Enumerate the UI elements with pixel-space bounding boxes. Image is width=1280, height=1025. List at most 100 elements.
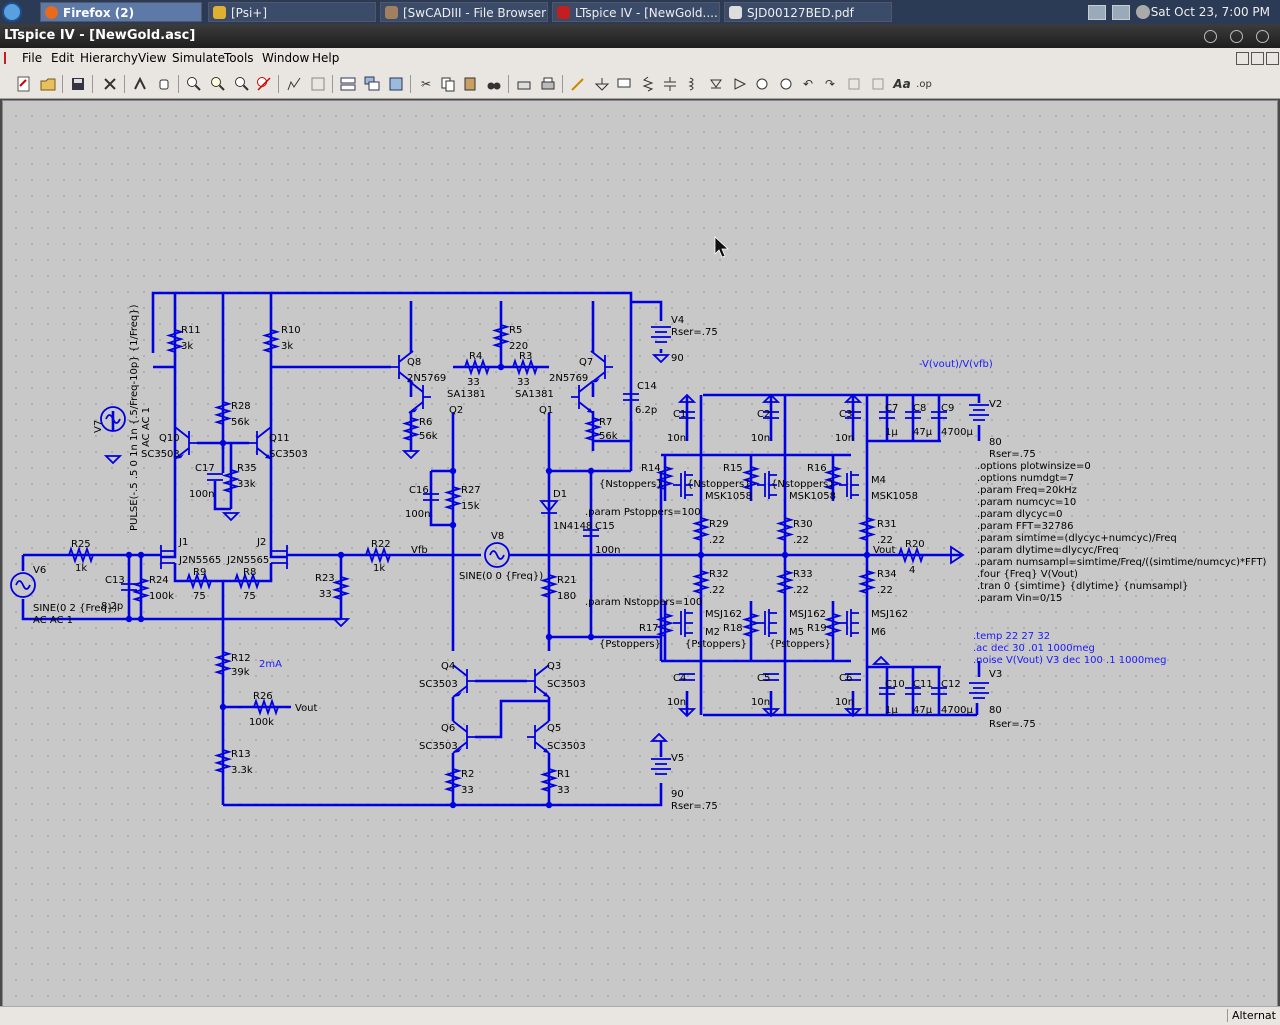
label-r31v: .22 xyxy=(877,535,893,546)
tile-horizontal-icon[interactable] xyxy=(338,74,358,94)
bypass-cap-top xyxy=(679,411,695,419)
label-pst: {Pstoppers} xyxy=(769,639,831,650)
menu-view[interactable]: View xyxy=(138,51,167,65)
run-icon[interactable] xyxy=(130,74,150,94)
mdi-minimize-button[interactable] xyxy=(1236,52,1249,65)
maximize-button[interactable] xyxy=(1230,30,1243,43)
window-title: LTspice IV - [NewGold.asc] xyxy=(4,28,196,43)
ltspice-icon xyxy=(557,6,570,19)
label-v4r: Rser=.75 xyxy=(671,327,718,338)
menu-simulate[interactable]: Simulate xyxy=(172,51,226,65)
c15-capacitor xyxy=(583,529,599,537)
rotate-icon[interactable] xyxy=(844,74,864,94)
resistor-icon[interactable] xyxy=(638,74,658,94)
print-preview-icon[interactable] xyxy=(514,74,534,94)
taskbar-item-file-browser[interactable]: [SwCADIII - File Browser] xyxy=(380,2,548,22)
label-v4v: 90 xyxy=(671,353,684,364)
label-c16: C16 xyxy=(409,485,429,496)
taskbar-item-ltspice[interactable]: LTspice IV - [NewGold.... xyxy=(552,2,720,22)
junction-dot xyxy=(449,467,457,475)
settings-icon[interactable] xyxy=(1136,5,1150,19)
mirror-icon[interactable] xyxy=(868,74,888,94)
label-c8v: 47µ xyxy=(913,427,933,438)
display-icon[interactable] xyxy=(1112,5,1130,20)
label-net-icon[interactable] xyxy=(614,74,634,94)
close-button[interactable] xyxy=(1256,30,1269,43)
copy-icon[interactable] xyxy=(438,74,458,94)
capacitor-icon[interactable] xyxy=(660,74,680,94)
move-hand-icon[interactable] xyxy=(752,74,772,94)
diode-icon[interactable] xyxy=(706,74,726,94)
cascade-icon[interactable] xyxy=(362,74,382,94)
network-icon[interactable] xyxy=(1088,5,1106,20)
app-icon[interactable] xyxy=(4,52,14,64)
draw-wire-icon[interactable] xyxy=(568,74,588,94)
mdi-close-button[interactable] xyxy=(1266,52,1279,65)
ground-icon[interactable] xyxy=(592,74,612,94)
autorange-icon[interactable] xyxy=(284,74,304,94)
mdi-restore-button[interactable] xyxy=(1251,52,1264,65)
text-icon[interactable]: Aa xyxy=(893,77,911,91)
cut-icon[interactable]: ✂ xyxy=(420,77,432,91)
gate-resistor-top xyxy=(655,459,675,497)
ground-symbol xyxy=(677,708,697,718)
print-icon[interactable] xyxy=(538,74,558,94)
zoom-out-icon[interactable] xyxy=(232,74,252,94)
taskbar-item-firefox[interactable]: Firefox (2) xyxy=(40,2,202,22)
minimize-button[interactable] xyxy=(1204,30,1217,43)
spice-directive-icon[interactable]: .op xyxy=(916,78,932,90)
v6-source xyxy=(10,572,36,598)
inductor-icon[interactable] xyxy=(682,74,702,94)
ground-symbol xyxy=(651,354,671,364)
label-r35v: 33k xyxy=(237,479,256,490)
label-nst: {Nstoppers} xyxy=(599,479,663,490)
menu-tools[interactable]: Tools xyxy=(224,51,254,65)
label-r30v: .22 xyxy=(793,535,809,546)
component-icon[interactable] xyxy=(730,74,750,94)
menu-window[interactable]: Window xyxy=(262,51,310,65)
measure-icon[interactable] xyxy=(308,74,328,94)
label-c14: C14 xyxy=(637,381,657,392)
taskbar-item-pdf[interactable]: SJD00127BED.pdf xyxy=(724,2,892,22)
paste-icon[interactable] xyxy=(460,74,480,94)
menu-edit[interactable]: Edit xyxy=(51,51,75,65)
junction-dot xyxy=(545,801,553,809)
c17-capacitor xyxy=(207,473,223,481)
wire xyxy=(161,533,177,559)
status-mode: Alternat xyxy=(1226,1009,1276,1022)
label-c13v: 8.2p xyxy=(101,601,123,612)
label-r29v: .22 xyxy=(709,535,725,546)
halt-hand-icon[interactable] xyxy=(154,74,174,94)
q8-transistor xyxy=(391,350,414,384)
label-v2: V2 xyxy=(989,399,1002,410)
open-folder-icon[interactable] xyxy=(38,74,58,94)
menu-file[interactable]: File xyxy=(22,51,43,65)
menu-help[interactable]: Help xyxy=(312,51,340,65)
q3-transistor-arrow xyxy=(543,692,549,697)
zoom-in-icon[interactable] xyxy=(184,74,204,94)
undo-icon[interactable]: ↶ xyxy=(802,77,814,91)
supply-cap-bottom xyxy=(905,687,921,695)
start-menu-icon[interactable] xyxy=(2,2,22,22)
label-c12v: 4700µ xyxy=(941,705,973,716)
save-icon[interactable] xyxy=(68,74,88,94)
r7-resistor xyxy=(583,413,603,445)
label-q2m: SA1381 xyxy=(447,389,486,400)
new-schematic-icon[interactable] xyxy=(14,74,34,94)
zoom-full-icon[interactable] xyxy=(254,74,274,94)
taskbar-item-psi[interactable]: [Psi+] xyxy=(208,2,376,22)
supply-cap-bottom xyxy=(931,687,947,695)
control-panel-icon[interactable] xyxy=(100,74,120,94)
supply-cap-top xyxy=(879,411,895,419)
analysis-directive: .temp 22 27 32 xyxy=(973,631,1050,642)
close-all-icon[interactable] xyxy=(386,74,406,94)
redo-icon[interactable]: ↷ xyxy=(824,77,836,91)
wire xyxy=(963,393,981,403)
drag-hand-icon[interactable] xyxy=(776,74,796,94)
find-icon[interactable] xyxy=(484,74,504,94)
menu-hierarchy[interactable]: Hierarchy xyxy=(80,51,139,65)
r8-resistor xyxy=(223,572,271,590)
label-r12: R12 xyxy=(231,653,251,664)
pan-icon[interactable] xyxy=(208,74,228,94)
